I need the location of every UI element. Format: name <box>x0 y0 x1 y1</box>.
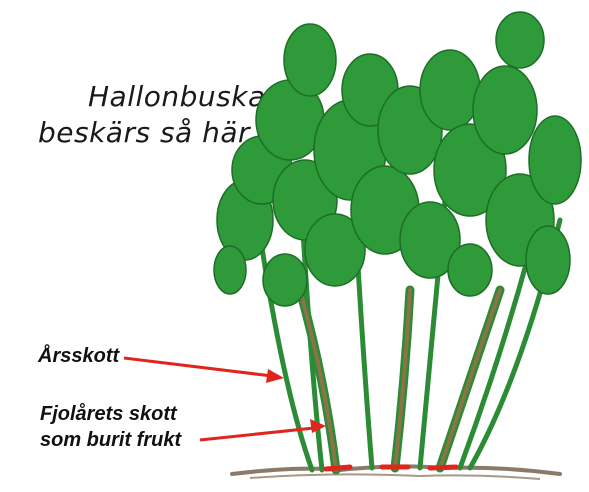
soil-texture <box>250 474 540 479</box>
cut-marks <box>326 467 456 469</box>
foliage <box>214 12 581 306</box>
arrow-old-shoots-line <box>200 428 314 440</box>
arrow-new-shoots-head <box>266 369 284 383</box>
label-old-shoots-line-2: som burit frukt <box>40 428 181 452</box>
cut-mark-1 <box>326 467 350 469</box>
label-old-shoots-line-1: Fjolårets skott <box>40 402 177 426</box>
label-new-shoots: Årsskott <box>38 344 119 368</box>
cut-mark-3 <box>430 467 456 468</box>
arrow-new-shoots-line <box>124 358 272 376</box>
